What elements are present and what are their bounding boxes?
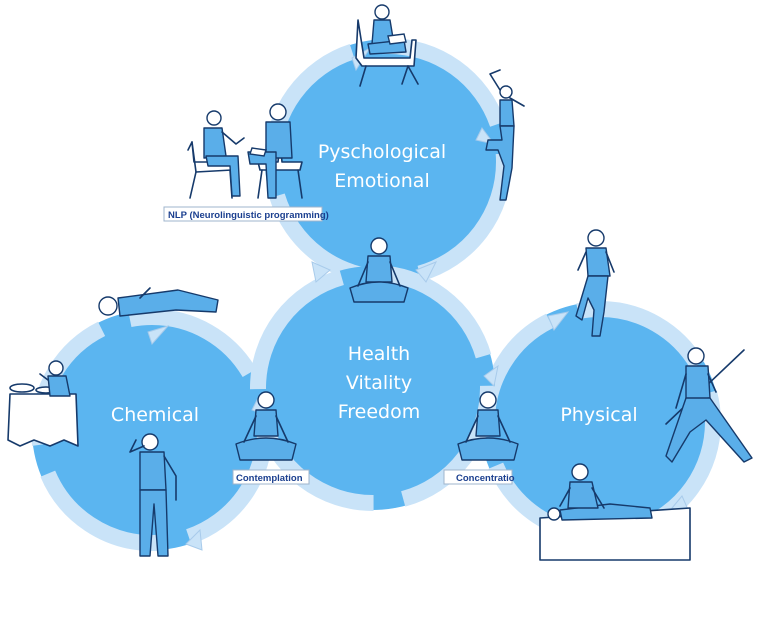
drinking-person-icon [129,433,177,557]
arrow-icon [147,325,170,345]
lying-person-icon [98,287,219,317]
running-person-icon [575,229,615,337]
meditating-person-icon [349,237,409,303]
health-label: Health [348,343,410,365]
stick-stretch-icon [665,347,753,463]
arrow-icon [483,364,499,388]
svg-text:NLP (Neurolinguistic programmi: NLP (Neurolinguistic programming) [168,210,329,221]
massage-icon [539,463,691,561]
reading-person-icon [355,4,419,87]
emotional-label: Emotional [334,170,429,192]
nlp-tag: NLP (Neurolinguistic programming) [163,206,329,222]
physical-label: Physical [560,404,637,426]
meditating-person-icon [457,391,519,461]
concentration-tag: Concentratio [443,469,515,485]
svg-text:Contemplation: Contemplation [236,473,303,484]
chemical-label: Chemical [111,404,199,426]
arrow-icon [547,311,570,331]
freedom-label: Freedom [338,401,421,423]
dining-person-icon [7,360,79,447]
therapy-session-icon [187,103,303,199]
psychological-label: Pyschological [318,141,446,163]
arrow-icon [415,261,438,283]
arrow-icon [185,528,203,551]
contemplation-tag: Contemplation [232,469,310,485]
dancing-person-icon [485,69,525,201]
vitality-label: Vitality [346,372,412,394]
meditating-person-icon [235,391,297,461]
svg-text:Concentratio: Concentratio [456,473,515,484]
arrow-icon [311,261,331,283]
